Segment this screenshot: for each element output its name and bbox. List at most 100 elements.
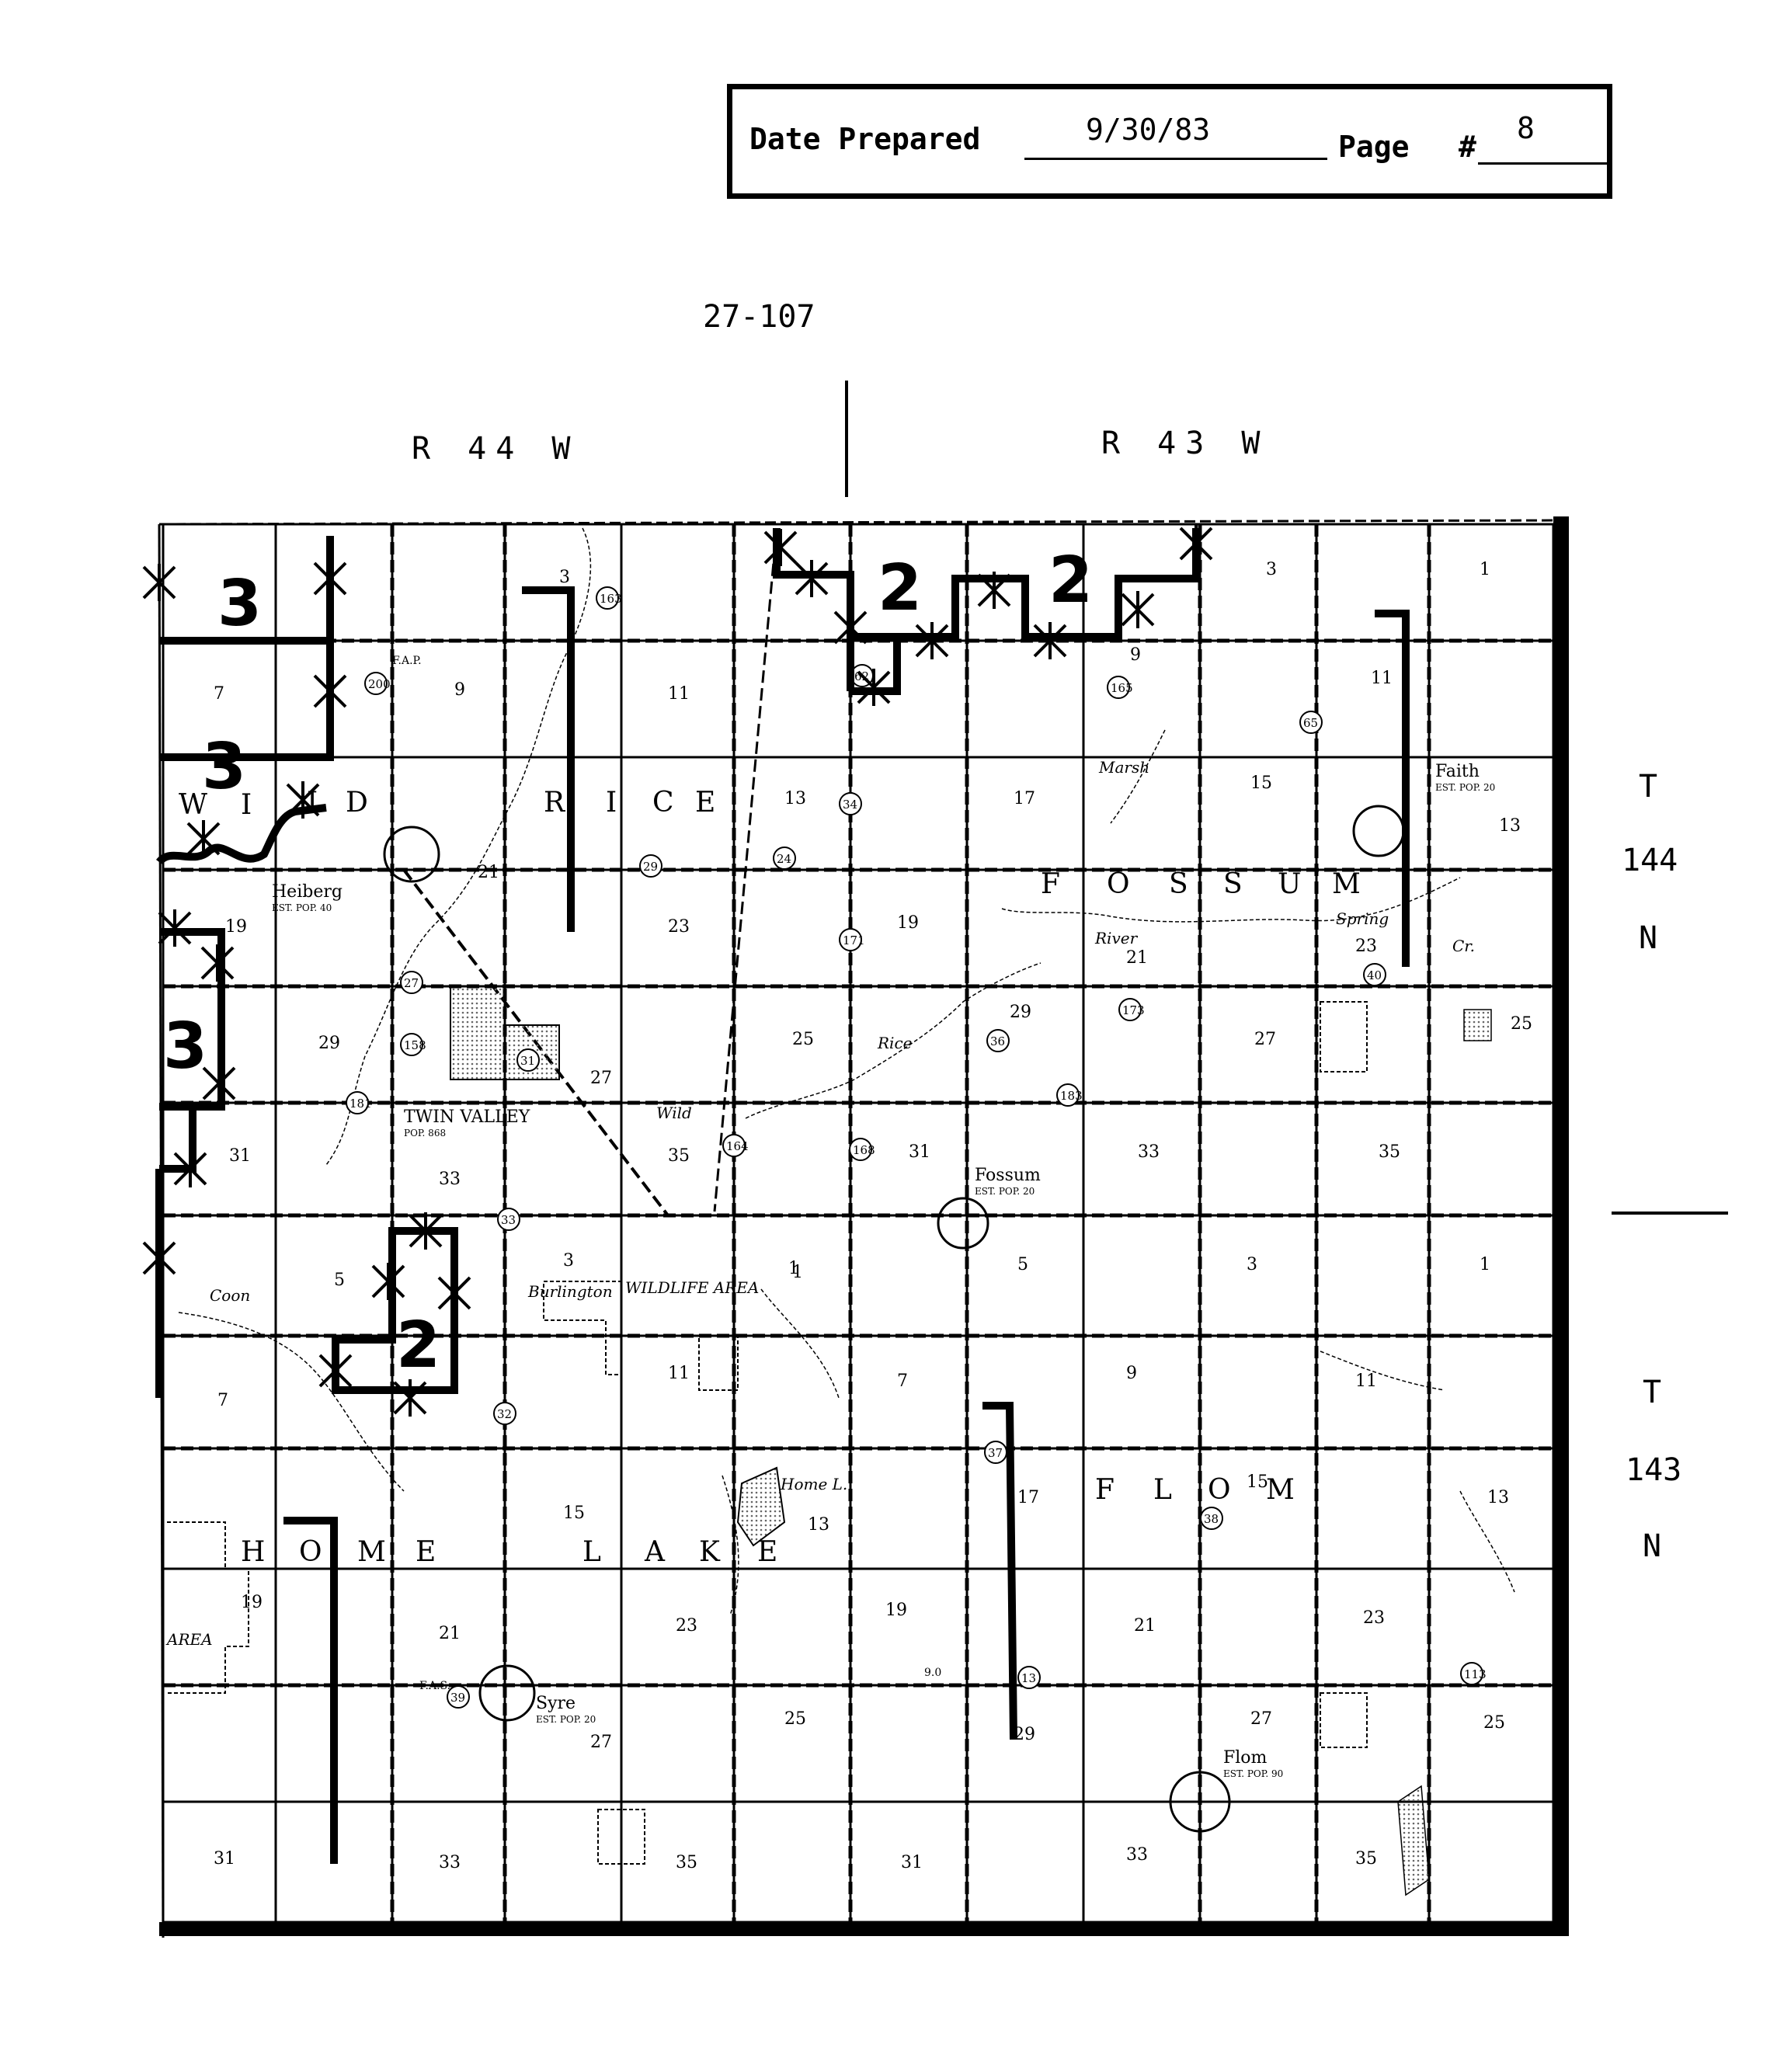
home-lake-letter: H: [241, 1536, 265, 1568]
section-number: 23: [1363, 1608, 1385, 1628]
date-prepared-label: Date Prepared: [749, 122, 981, 156]
road-marker-circle: [497, 1208, 520, 1231]
road-marker-number: 32: [497, 1407, 512, 1421]
section-number: 25: [792, 1030, 814, 1049]
road-marker-circle: [516, 1048, 540, 1072]
section-number: 15: [563, 1504, 585, 1523]
fossum-letter: S: [1223, 868, 1243, 900]
road-marker-circle: [839, 792, 862, 815]
section-number: 1: [1480, 560, 1490, 579]
section-number: 1: [1480, 1255, 1490, 1274]
road-marker-circle: [639, 854, 662, 878]
feature-label: Wild: [656, 1104, 692, 1122]
section-number: 3: [563, 1251, 574, 1271]
fossum-letter: U: [1278, 868, 1301, 900]
section-number: 33: [1138, 1142, 1160, 1162]
road-marker-circle: [1363, 963, 1386, 986]
section-number: 7: [214, 684, 224, 704]
section-number: 21: [478, 863, 499, 882]
wild-rice-letter: D: [346, 787, 371, 819]
home-lake-letter: L: [582, 1536, 601, 1568]
section-number: 29: [1010, 1003, 1031, 1022]
fossum-letter: O: [1107, 868, 1130, 900]
feature-label: Rice: [877, 1034, 913, 1052]
section-number: 31: [901, 1853, 923, 1872]
zone-3-c: 3: [163, 1010, 207, 1083]
road-marker-circle: [364, 672, 388, 695]
section-number: 19: [897, 913, 919, 933]
page-value: 8: [1517, 111, 1535, 145]
home-lake-letter: O: [299, 1536, 322, 1568]
section-number: 5: [334, 1271, 345, 1290]
header-box: Date Prepared 9/30/83 Page # 8: [727, 84, 1612, 199]
road-marker-circle: [493, 1402, 516, 1425]
feature-label: Coon: [210, 1286, 250, 1305]
section-number: 9: [1126, 1364, 1137, 1383]
section-number: 3: [1247, 1255, 1257, 1274]
zone-3-b: 3: [202, 730, 246, 804]
section-number: 13: [1499, 816, 1521, 836]
road-marker-number: 113: [1464, 1667, 1487, 1681]
home-lake-letter: E: [757, 1536, 777, 1568]
section-number: 21: [1134, 1616, 1156, 1636]
road-marker-number: 13: [1021, 1671, 1036, 1685]
road-marker-circle: [1460, 1662, 1483, 1685]
road-marker-circle: [1118, 998, 1142, 1021]
place-name: Faith: [1435, 762, 1480, 781]
road-marker-number: 37: [988, 1446, 1003, 1460]
stippled-areas: [167, 986, 1492, 1896]
section-number: 23: [1355, 937, 1377, 956]
home-lake-letter: K: [699, 1536, 721, 1568]
section-number: 11: [668, 684, 690, 704]
page-underline: [1478, 162, 1610, 165]
section-number: 19: [885, 1601, 907, 1620]
zone-3-a: 3: [217, 567, 262, 641]
section-number: 31: [229, 1146, 251, 1166]
road-marker-circle: [849, 1138, 872, 1161]
road-marker-number: 31: [520, 1054, 535, 1068]
section-number: 15: [1247, 1472, 1268, 1492]
road-marker-number: 168: [853, 1143, 875, 1157]
road-marker-number: 164: [726, 1139, 749, 1153]
road-marker-number: 165: [1111, 681, 1133, 695]
section-number: 21: [439, 1624, 461, 1643]
wild-rice-letter: I: [241, 789, 255, 821]
wild-rice-letter: I: [606, 787, 620, 819]
road-marker-number: 27: [404, 976, 419, 990]
place-population: EST. POP. 90: [1223, 1768, 1283, 1779]
wild-rice-letter: R: [544, 787, 568, 819]
section-number: 9: [454, 680, 465, 700]
section-number: 27: [1250, 1709, 1272, 1729]
place-population: POP. 868: [404, 1128, 446, 1139]
date-underline: [1024, 158, 1327, 160]
fossum-letter: S: [1169, 868, 1188, 900]
section-number: 17: [1014, 789, 1035, 808]
section-number: 25: [784, 1709, 806, 1729]
road-marker-number: 39: [450, 1691, 465, 1705]
wild-rice-letter: W: [179, 789, 210, 821]
road-marker-circle: [722, 1134, 746, 1157]
road-marker-number: 65: [1303, 716, 1318, 730]
heavy-annotations: [155, 528, 1410, 1864]
feature-label: AREA: [165, 1630, 213, 1649]
flom-letter: F: [1095, 1474, 1115, 1506]
road-marker-number: 173: [1122, 1003, 1145, 1017]
section-number: 7: [217, 1391, 228, 1410]
section-number: 21: [1126, 948, 1148, 968]
section-number: 13: [1487, 1488, 1509, 1507]
township-n-144: N: [1639, 920, 1658, 956]
feature-label: Marsh: [1098, 758, 1149, 777]
section-number: 11: [668, 1364, 690, 1383]
place-name: TWIN VALLEY: [404, 1107, 530, 1127]
section-number: 9: [1130, 645, 1141, 665]
section-number: 7: [897, 1371, 908, 1391]
section-number: 35: [676, 1853, 697, 1872]
feature-label: Spring: [1336, 909, 1389, 928]
township-143: 143: [1626, 1452, 1682, 1488]
page-label: Page: [1338, 130, 1410, 164]
section-number: 3: [1266, 560, 1277, 579]
home-lake-letter: E: [416, 1536, 436, 1568]
feature-label: WILDLIFE AREA: [625, 1278, 759, 1297]
